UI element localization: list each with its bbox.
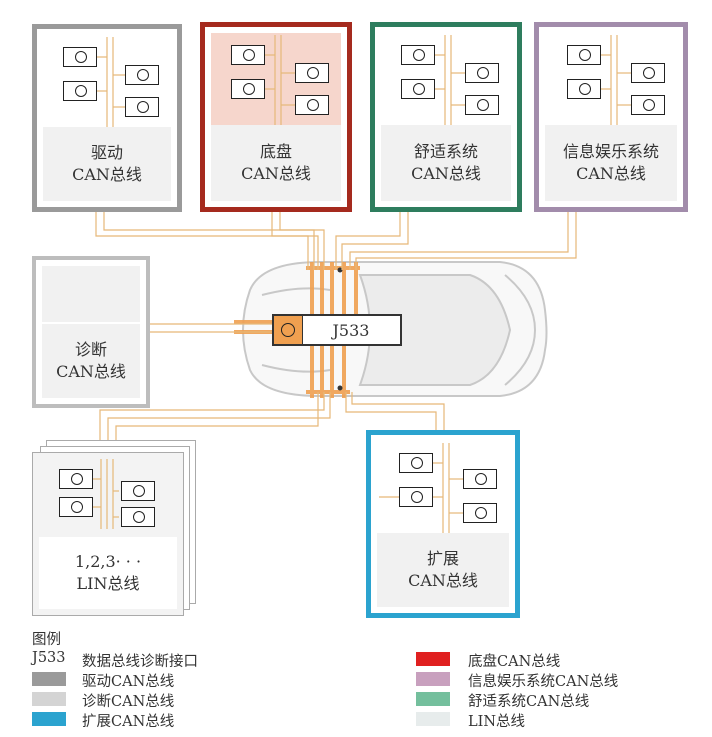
diagnosis-label-line2: CAN总线 (56, 362, 126, 381)
legend-label-infotainment: 信息娱乐系统CAN总线 (468, 674, 619, 690)
legend: 图例 J533 数据总线诊断接口 驱动CAN总线 诊断CAN总线 扩展CAN总线… (0, 626, 712, 737)
ecu-module-icon (399, 453, 433, 473)
diagnosis-can-box: 诊断 CAN总线 (32, 256, 150, 408)
ecu-module-icon (63, 47, 97, 67)
diagnosis-label-line1: 诊断 (74, 340, 107, 359)
extension-ecu-panel (377, 441, 509, 539)
infotainment-can-box: 信息娱乐系统 CAN总线 (534, 22, 688, 212)
infotainment-ecu-wiring (601, 35, 631, 129)
ecu-module-icon (567, 45, 601, 65)
legend-swatch-drive (32, 672, 66, 686)
ecu-module-icon (631, 95, 665, 115)
comfort-ecu-panel (381, 33, 511, 131)
legend-title: 图例 (32, 632, 61, 648)
gateway-label: J533 (332, 320, 370, 340)
ecu-module-icon (121, 507, 155, 527)
ecu-module-icon (295, 95, 329, 115)
comfort-ecu-wiring (435, 35, 465, 129)
ecu-module-icon (63, 81, 97, 101)
infotainment-can-label: 信息娱乐系统 CAN总线 (545, 125, 677, 201)
legend-swatch-chassis (416, 652, 450, 666)
ecu-module-icon (295, 63, 329, 83)
ecu-module-icon (59, 469, 93, 489)
extension-label-line1: 扩展 (426, 549, 459, 568)
drive-ecu-wiring (97, 37, 125, 131)
drive-ecu-panel (43, 35, 171, 133)
ecu-module-icon (463, 469, 497, 489)
ecu-module-icon (631, 63, 665, 83)
infotainment-label-line1: 信息娱乐系统 (562, 142, 659, 161)
comfort-label-line1: 舒适系统 (413, 142, 478, 161)
extension-label-line2: CAN总线 (408, 571, 478, 590)
ecu-module-icon (231, 79, 265, 99)
legend-swatch-comfort (416, 692, 450, 706)
chassis-label-line1: 底盘 (259, 142, 292, 161)
ecu-module-icon (399, 487, 433, 507)
drive-can-label: 驱动 CAN总线 (43, 127, 171, 201)
ecu-module-icon (465, 95, 499, 115)
legend-key-desc: 数据总线诊断接口 (82, 654, 198, 670)
ecu-module-icon (59, 497, 93, 517)
comfort-can-label: 舒适系统 CAN总线 (381, 125, 511, 201)
lin-label-line2: LIN总线 (76, 574, 140, 593)
legend-key-label: J533 (32, 650, 66, 666)
drive-label-line1: 驱动 (90, 143, 123, 162)
extension-can-box: 扩展 CAN总线 (366, 430, 520, 618)
ecu-module-icon (401, 79, 435, 99)
diagnosis-can-label: 诊断 CAN总线 (42, 324, 140, 398)
extension-can-label: 扩展 CAN总线 (377, 533, 509, 607)
junction-dots (337, 267, 343, 391)
ecu-module-icon (231, 45, 265, 65)
lin-ecu-wiring (93, 459, 119, 529)
lin-label-line1: 1,2,3· · · (74, 552, 142, 571)
legend-label-chassis: 底盘CAN总线 (468, 654, 561, 670)
drive-can-box: 驱动 CAN总线 (32, 24, 182, 212)
diagnosis-top-panel (42, 266, 140, 322)
ecu-module-icon (463, 503, 497, 523)
chassis-can-label: 底盘 CAN总线 (211, 125, 341, 201)
lin-bus-box: 1,2,3· · · LIN总线 (32, 452, 184, 616)
infotainment-label-line2: CAN总线 (576, 164, 646, 183)
comfort-can-box: 舒适系统 CAN总线 (370, 22, 522, 212)
drive-label-line2: CAN总线 (72, 165, 142, 184)
legend-swatch-lin (416, 712, 450, 726)
gateway-j533: J533 (272, 314, 402, 346)
chassis-can-box: 底盘 CAN总线 (200, 22, 352, 212)
bus-wires (95, 212, 577, 450)
chassis-ecu-wiring (265, 35, 295, 129)
ecu-module-icon (125, 97, 159, 117)
lin-ecu-panel (39, 459, 177, 531)
legend-label-comfort: 舒适系统CAN总线 (468, 694, 590, 710)
ecu-module-icon (125, 65, 159, 85)
legend-label-diagnosis: 诊断CAN总线 (82, 694, 175, 710)
infotainment-ecu-panel (545, 33, 677, 131)
lin-bus-label: 1,2,3· · · LIN总线 (39, 537, 177, 609)
legend-swatch-extension (32, 712, 66, 726)
ecu-module-icon (401, 45, 435, 65)
legend-label-drive: 驱动CAN总线 (82, 674, 175, 690)
ecu-module-icon (567, 79, 601, 99)
ecu-module-icon (465, 63, 499, 83)
legend-label-lin: LIN总线 (468, 714, 526, 730)
gateway-icon (274, 316, 303, 344)
chassis-label-line2: CAN总线 (241, 164, 311, 183)
extension-ecu-wiring (379, 443, 463, 537)
ecu-module-icon (121, 481, 155, 501)
comfort-label-line2: CAN总线 (411, 164, 481, 183)
legend-swatch-diagnosis (32, 692, 66, 706)
legend-swatch-infotainment (416, 672, 450, 686)
chassis-ecu-panel (211, 33, 341, 131)
legend-label-extension: 扩展CAN总线 (82, 714, 175, 730)
